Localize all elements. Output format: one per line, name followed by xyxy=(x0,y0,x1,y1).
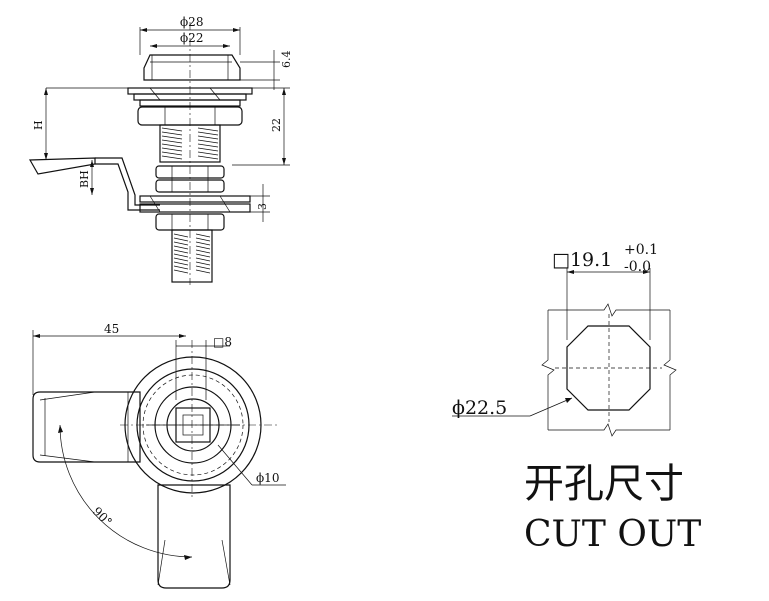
cutout-title-en: CUT OUT xyxy=(524,514,701,555)
front-view: ϕ28 ϕ22 6.4 xyxy=(28,15,293,285)
dim-BH: BH xyxy=(78,170,91,188)
bottom-view: 45 □8 ϕ10 90° xyxy=(32,322,286,589)
dim-phi28: ϕ28 xyxy=(180,15,203,29)
dim-90deg: 90° xyxy=(90,504,115,529)
cutout-title-cn: 开孔尺寸 xyxy=(524,461,684,507)
dim-H: H xyxy=(32,120,45,130)
cutout-view: □19.1 +0.1 -0.0 ϕ22.5 开孔尺寸 CUT OUT xyxy=(452,242,701,555)
tol-minus: -0.0 xyxy=(624,259,651,275)
dim-45: 45 xyxy=(104,322,119,336)
dim-3: 3 xyxy=(256,203,269,210)
tol-plus: +0.1 xyxy=(624,242,658,258)
dim-square19-1: □19.1 xyxy=(552,249,612,271)
dim-square8: □8 xyxy=(213,335,232,349)
dim-22: 22 xyxy=(270,118,283,132)
dim-6-4: 6.4 xyxy=(280,51,293,69)
dim-phi22-5: ϕ22.5 xyxy=(452,397,507,419)
dim-phi22: ϕ22 xyxy=(180,31,203,45)
dim-phi10: ϕ10 xyxy=(256,471,279,485)
